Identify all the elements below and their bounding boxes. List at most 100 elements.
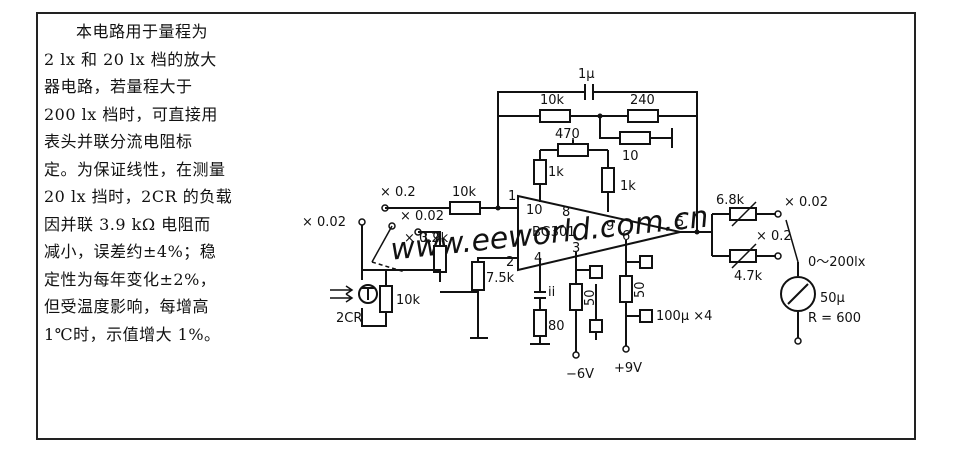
resistor-1k-right — [601, 167, 615, 193]
label-r1k-left: 1k — [548, 165, 564, 180]
label-cap-ii: ii — [548, 285, 555, 300]
description-line: 定。为保证线性，在测量 — [44, 159, 226, 179]
junction — [694, 229, 700, 235]
label-r75k: 7.5k — [486, 271, 515, 286]
wire-sensor-top — [386, 269, 441, 282]
label-r10k-pd: 10k — [396, 293, 421, 308]
pin-8: 8 — [562, 205, 570, 220]
output-switch-arm — [785, 219, 799, 263]
switch-contact-out-a — [774, 210, 782, 218]
resistor-50-right — [619, 275, 633, 303]
label-c1: 1μ — [578, 67, 595, 82]
label-r50b: 50 — [633, 281, 648, 298]
label-out-x02: × 0.2 — [756, 229, 792, 244]
label-r68k: 6.8k — [716, 193, 745, 208]
label-r240: 240 — [630, 93, 655, 108]
switch-contact-x02 — [381, 204, 389, 212]
opamp-triangle — [517, 194, 681, 272]
label-caps: 100μ ×4 — [656, 309, 712, 324]
label-switch-x002-mid: × 0.02 — [400, 209, 444, 224]
description-line: 本电路用于量程为 — [76, 22, 209, 41]
resistor-7-5k — [471, 261, 485, 291]
switch-contact-left — [358, 218, 366, 226]
label-r39k: 3.9k — [420, 231, 449, 246]
switch-contact-mid — [388, 222, 396, 230]
switch-arm — [371, 225, 393, 263]
description-line: 2 lx 和 20 lx 档的放大 — [44, 49, 217, 69]
resistor-50-left — [569, 283, 583, 311]
label-pos-supply: +9V — [614, 361, 642, 376]
resistor-1k-left — [533, 159, 547, 185]
description-line: 1℃时，示值增大 1%。 — [44, 324, 221, 344]
photodiode-2cr — [358, 284, 378, 304]
pin-4: 4 — [534, 251, 542, 266]
meter-needle — [787, 283, 809, 305]
wire-r10 — [599, 116, 673, 148]
figure-frame — [36, 12, 916, 440]
label-r10: 10 — [622, 149, 639, 164]
trim-arrow-4-7k — [731, 243, 757, 269]
resistor-10 — [619, 131, 651, 145]
label-switch-x002-left: × 0.02 — [302, 215, 346, 230]
switch-contact-out-b — [774, 252, 782, 260]
resistor-10k-input — [449, 201, 481, 215]
resistor-10k-sensor — [379, 285, 393, 313]
opamp-label: BG301 — [532, 225, 576, 240]
description-line: 减小，误差约±4%；稳 — [44, 242, 217, 261]
label-meter-r: R = 600 — [808, 311, 861, 326]
capacitor-100u-b — [589, 319, 603, 333]
label-r10k-top: 10k — [540, 93, 565, 108]
photodiode-bar — [362, 287, 374, 300]
description-line: 器电路，若量程大于 — [44, 77, 193, 96]
capacitor-100u-a — [589, 265, 603, 279]
label-r10k-in: 10k — [452, 185, 477, 200]
pin-1: 1 — [508, 189, 516, 204]
description-line: 表头并联分流电阻标 — [44, 132, 193, 151]
description-line: 但受温度影响，每增高 — [44, 297, 210, 316]
resistor-470 — [557, 143, 589, 157]
description-line: 20 lx 挡时，2CR 的负载 — [44, 187, 233, 206]
label-out-x002: × 0.02 — [784, 195, 828, 210]
junction — [495, 205, 501, 211]
label-r47k: 4.7k — [734, 269, 763, 284]
description-text: 本电路用于量程为 2 lx 和 20 lx 档的放大 器电路，若量程大于 200… — [44, 18, 274, 348]
feedback-wire-left — [497, 91, 585, 208]
label-r50a: 50 — [583, 289, 598, 306]
pin-3: 3 — [572, 241, 580, 256]
resistor-80 — [533, 309, 547, 337]
label-sensor: 2CR — [336, 311, 362, 326]
description-line: 定性为每年变化±2%， — [44, 269, 217, 289]
capacitor-100u-d — [639, 309, 653, 323]
meter — [780, 276, 816, 312]
capacitor-1u — [584, 84, 594, 100]
label-switch-x02-mid: × 0.2 — [404, 231, 440, 246]
terminal-meter — [794, 337, 802, 345]
resistor-3-9k — [433, 245, 447, 273]
label-r470: 470 — [555, 127, 580, 142]
light-arrows — [330, 285, 354, 303]
resistor-10k-feedback — [539, 109, 571, 123]
label-meter-value: 50μ — [820, 291, 845, 306]
pin-10: 10 — [526, 203, 543, 218]
pin-2: 2 — [506, 255, 514, 270]
label-switch-x02: × 0.2 — [380, 185, 416, 200]
label-r1k-right: 1k — [620, 179, 636, 194]
feedback-wire-right — [593, 91, 698, 232]
capacitor-100u-c — [639, 255, 653, 269]
pin-5: 5 — [676, 215, 684, 230]
label-r80: 80 — [548, 319, 565, 334]
terminal-neg — [572, 351, 580, 359]
trim-arrow-6-8k — [731, 201, 757, 227]
wire-r75k — [477, 257, 518, 338]
description-line: 200 lx 档时，可直接用 — [44, 104, 218, 124]
cap-ii — [534, 291, 546, 299]
pin-6: 6 — [622, 229, 630, 244]
label-neg-supply: −6V — [566, 367, 594, 382]
description-line: 因并联 3.9 kΩ 电阻而 — [44, 214, 211, 234]
terminal-pos — [622, 345, 630, 353]
junction — [597, 113, 603, 119]
pin-9: 9 — [606, 219, 614, 234]
resistor-240 — [627, 109, 659, 123]
label-meter-range: 0～200lx — [808, 255, 866, 270]
